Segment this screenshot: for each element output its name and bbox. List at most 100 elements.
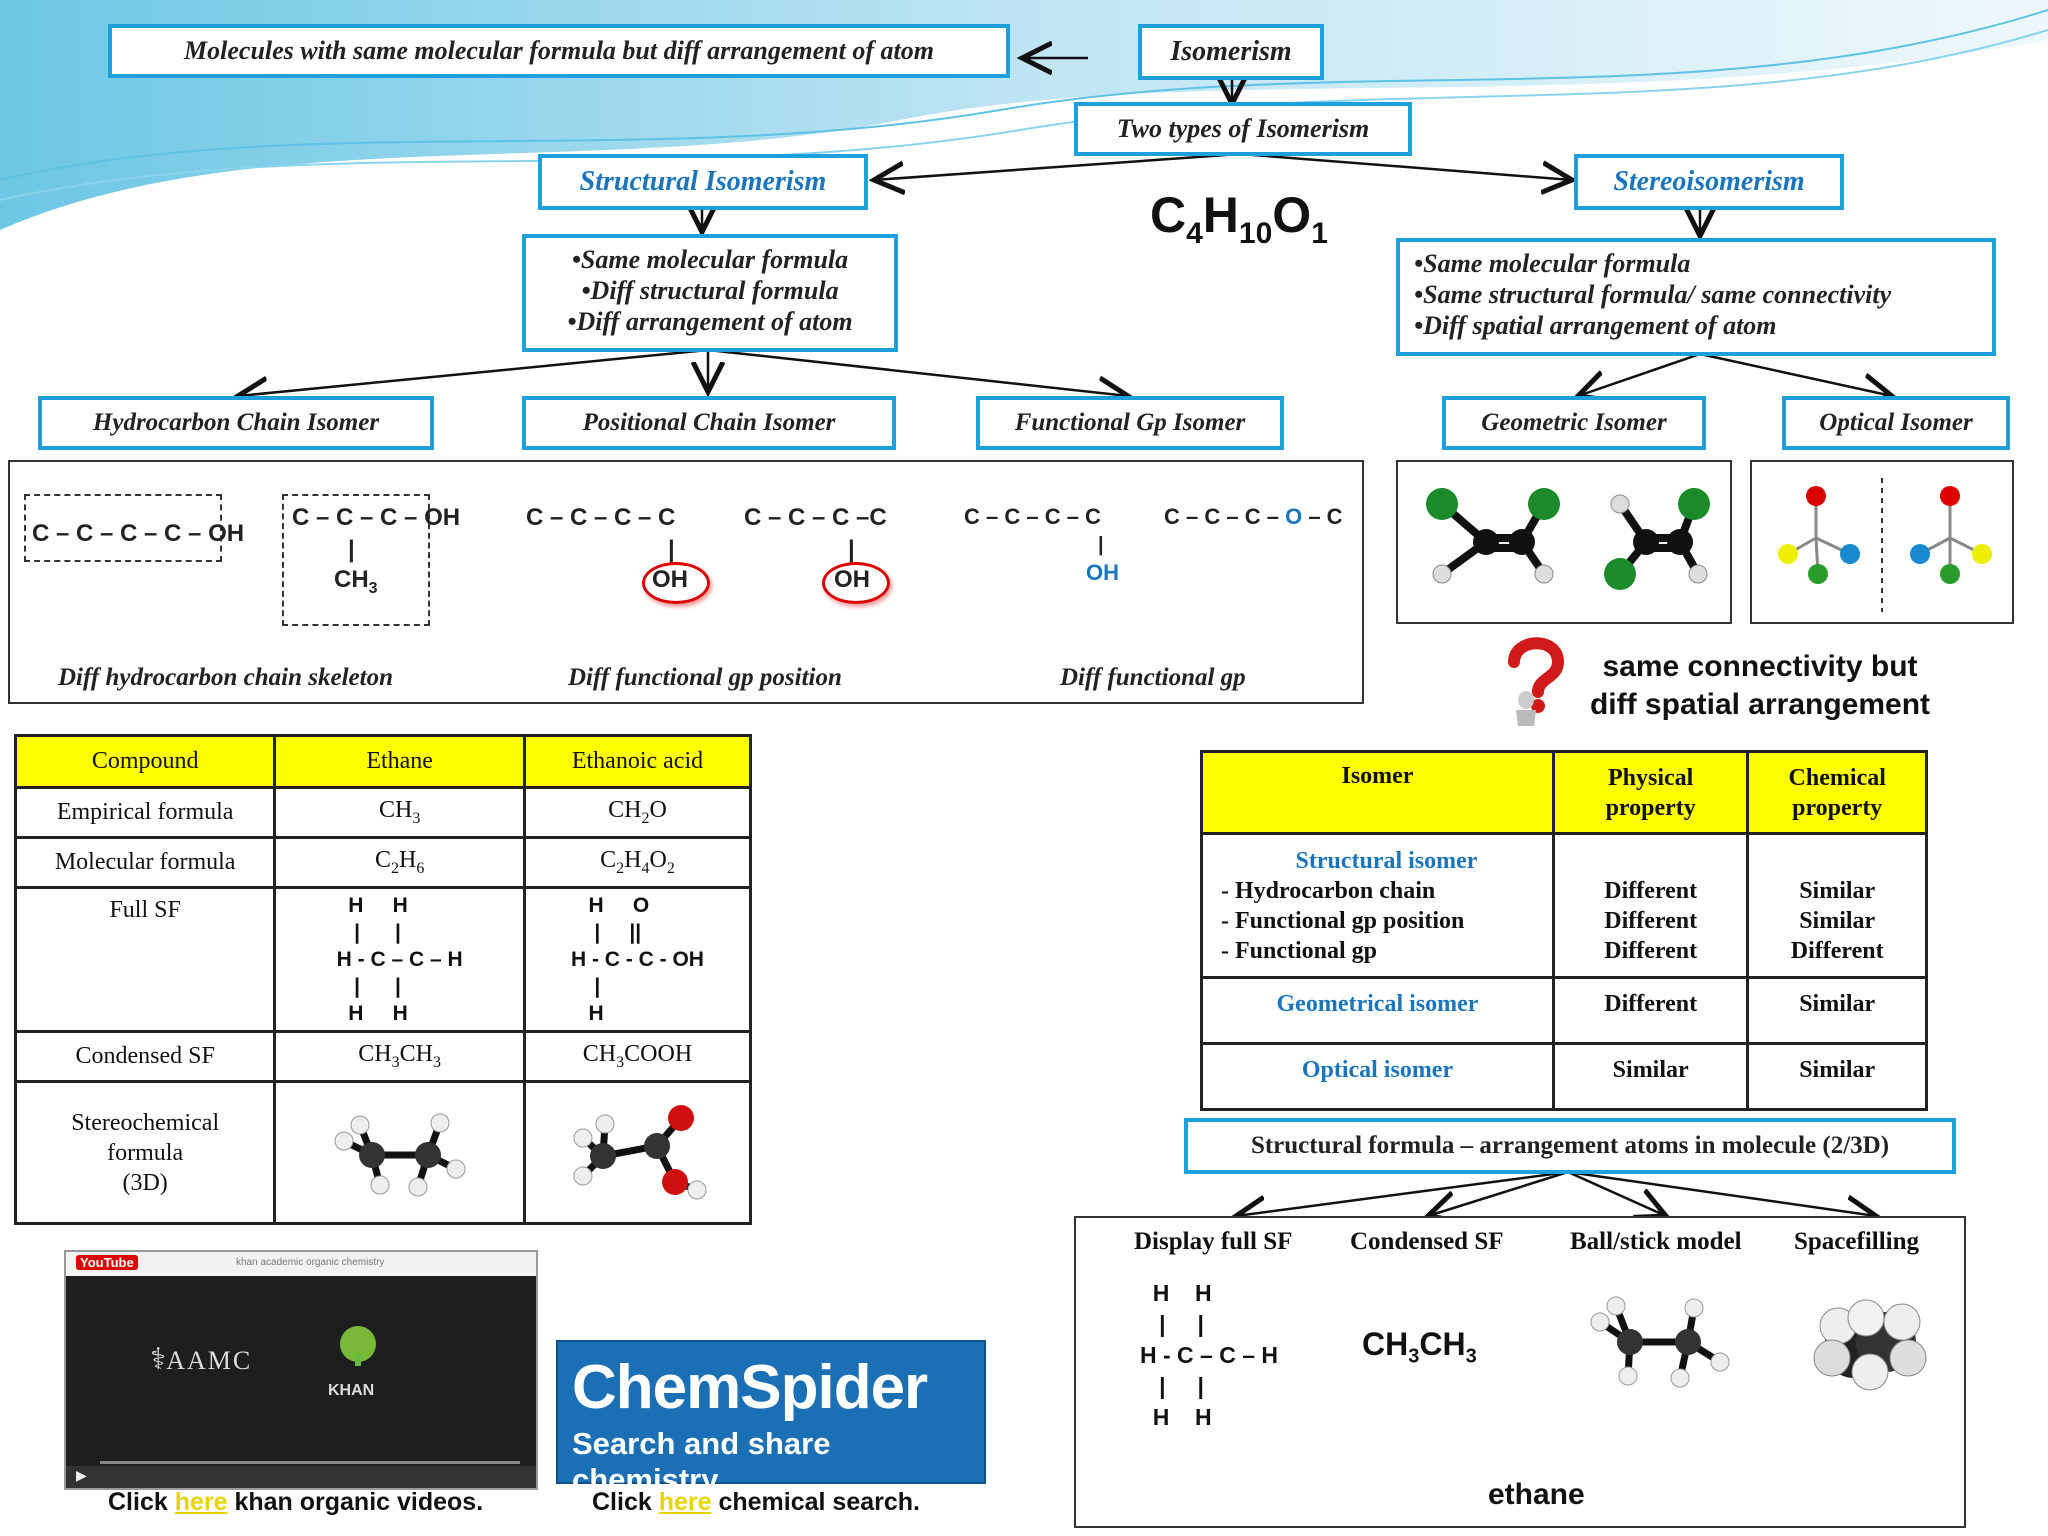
video-topbar: YouTube khan academic organic chemistry [66, 1252, 536, 1276]
structural-isomer-cell: Structural isomer - Hydrocarbon chain - … [1200, 832, 1555, 979]
chain-dashed-box [24, 494, 222, 562]
isomerism-box: Isomerism [1138, 24, 1324, 80]
sf-label: Spacefilling [1794, 1228, 1920, 1255]
video-search-text: khan academic organic chemistry [236, 1257, 385, 1268]
sf-label: Condensed SF [1350, 1228, 1504, 1255]
stereo-note-line: same connectivity but [1602, 650, 1918, 683]
table-cell: Geometrical isomer [1200, 976, 1555, 1045]
header-cell: Ethanoic acid [522, 734, 753, 789]
table-cell: Different Different Different [1551, 832, 1750, 979]
chemspider-link-text: Click here chemical search. [592, 1488, 920, 1516]
pos1-oh: OH [652, 566, 688, 593]
khan-tree-icon [340, 1326, 376, 1366]
khan-link-text: Click here khan organic videos. [108, 1488, 484, 1516]
compound-table: Compound Ethane Ethanoic acid Empirical … [13, 734, 753, 1225]
functional-example-1: C – C – C – C [964, 504, 1101, 529]
khan-logo: KHAN [328, 1382, 375, 1399]
optical-isomer-box: Optical Isomer [1782, 396, 2010, 450]
chemspider-here-link[interactable]: here [658, 1488, 712, 1516]
chemspider-banner[interactable]: ChemSpider Search and share chemistry [556, 1340, 986, 1497]
table-cell [273, 1080, 526, 1225]
geometric-isomer-models [1426, 488, 1710, 590]
branch-dashed-box [282, 494, 430, 626]
aamc-logo: ⚕AAMC [150, 1343, 253, 1376]
header-cell: Isomer [1200, 750, 1555, 835]
structural-point: Same molecular formula [540, 244, 880, 275]
khan-here-link[interactable]: here [174, 1488, 228, 1516]
video-controls[interactable]: ▶ [66, 1461, 536, 1488]
geometric-isomer-box: Geometric Isomer [1442, 396, 1706, 450]
molecular-formula: C4H10O1 [1150, 187, 1328, 250]
chain2-methyl: CH3 [334, 566, 378, 597]
video-progress-bar[interactable] [100, 1461, 520, 1464]
caption-chain: Diff hydrocarbon chain skeleton [58, 664, 393, 691]
ethane-spacefilling-model [1813, 1299, 1927, 1391]
table-cell: H O | || H - C - C - OH | H [522, 886, 753, 1033]
row-label: Condensed SF [13, 1030, 277, 1083]
play-icon[interactable]: ▶ [76, 1469, 87, 1484]
stereo-point: Diff spatial arrangement of atom [1414, 310, 1978, 341]
structural-formula-box: Structural formula – arrangement atoms i… [1184, 1118, 1956, 1174]
row-label: Empirical formula [13, 786, 277, 839]
functional-example-2: C – C – C – O – C [1164, 504, 1343, 529]
positional-chain-isomer-box: Positional Chain Isomer [522, 396, 896, 450]
table-cell: Similar Similar Different [1746, 832, 1928, 979]
structural-isomerism-box: Structural Isomerism [538, 154, 868, 210]
position-example-2: C – C – C –C [744, 504, 887, 531]
youtube-logo: YouTube [76, 1255, 138, 1270]
table-cell: C2H6 [273, 836, 526, 889]
two-types-box: Two types of Isomerism [1074, 102, 1412, 156]
table-cell [522, 1080, 753, 1225]
sf-label: Ball/stick model [1570, 1228, 1742, 1255]
chemspider-tagline: Search and share chemistry [572, 1426, 831, 1497]
ethanoic-acid-3d-model [573, 1105, 707, 1200]
table-cell: Similar [1746, 1042, 1928, 1111]
pos2-oh: OH [834, 566, 870, 593]
stereo-note-line: diff spatial arrangement [1589, 688, 1931, 721]
func1-oh: OH [1086, 560, 1119, 585]
question-person-icon [1508, 637, 1565, 726]
full-sf-ethane: H H | | H - C – C – H | | H H [1140, 1280, 1279, 1430]
header-cell: Ethane [273, 734, 526, 789]
highlight-circle [642, 562, 710, 604]
func1-bond: | [1098, 534, 1104, 556]
structural-points: Same molecular formula Diff structural f… [522, 234, 898, 352]
hydrocarbon-chain-isomer-box: Hydrocarbon Chain Isomer [38, 396, 434, 450]
table-cell: Optical isomer [1200, 1042, 1555, 1111]
header-cell: Compound [13, 734, 277, 789]
stereoisomerism-box: Stereoisomerism [1574, 154, 1844, 210]
row-label: Full SF [13, 886, 277, 1033]
table-cell: H H | | H - C – C – H | | H H [273, 886, 526, 1033]
stereo-note: same connectivity but diff spatial arran… [1578, 648, 1942, 724]
optical-isomer-panel [1750, 460, 2014, 624]
table-cell: Similar [1746, 976, 1928, 1045]
geometric-isomer-panel [1396, 460, 1732, 624]
ethane-3d-model [334, 1113, 466, 1197]
pos2-bond: | [848, 536, 855, 563]
stereo-points: Same molecular formula Same structural f… [1396, 238, 1996, 356]
table-cell: C2H4O2 [522, 836, 753, 889]
video-thumbnail[interactable]: YouTube khan academic organic chemistry … [64, 1250, 538, 1490]
stereo-point: Same structural formula/ same connectivi… [1414, 279, 1978, 310]
table-cell: CH3CH3 [273, 1030, 526, 1083]
ethane-caption: ethane [1488, 1478, 1585, 1511]
chemspider-logo: ChemSpider [572, 1353, 928, 1422]
chain-example-1: C – C – C – C – OH [32, 520, 245, 547]
caption-position: Diff functional gp position [568, 664, 842, 691]
structural-point: Diff structural formula [540, 275, 880, 306]
sf-panel [1074, 1216, 1966, 1528]
optical-isomer-models [1778, 478, 1992, 612]
caption-functional: Diff functional gp [1060, 664, 1246, 691]
pos1-bond: | [668, 536, 675, 563]
functional-gp-isomer-box: Functional Gp Isomer [976, 396, 1284, 450]
structural-point: Diff arrangement of atom [540, 306, 880, 337]
table-cell: CH3 [273, 786, 526, 839]
highlight-circle [822, 562, 890, 604]
row-label: Stereochemical formula (3D) [13, 1080, 277, 1225]
ethane-ball-stick-model [1590, 1296, 1730, 1388]
sf-label: Display full SF [1134, 1228, 1293, 1255]
table-cell: Similar [1551, 1042, 1750, 1111]
